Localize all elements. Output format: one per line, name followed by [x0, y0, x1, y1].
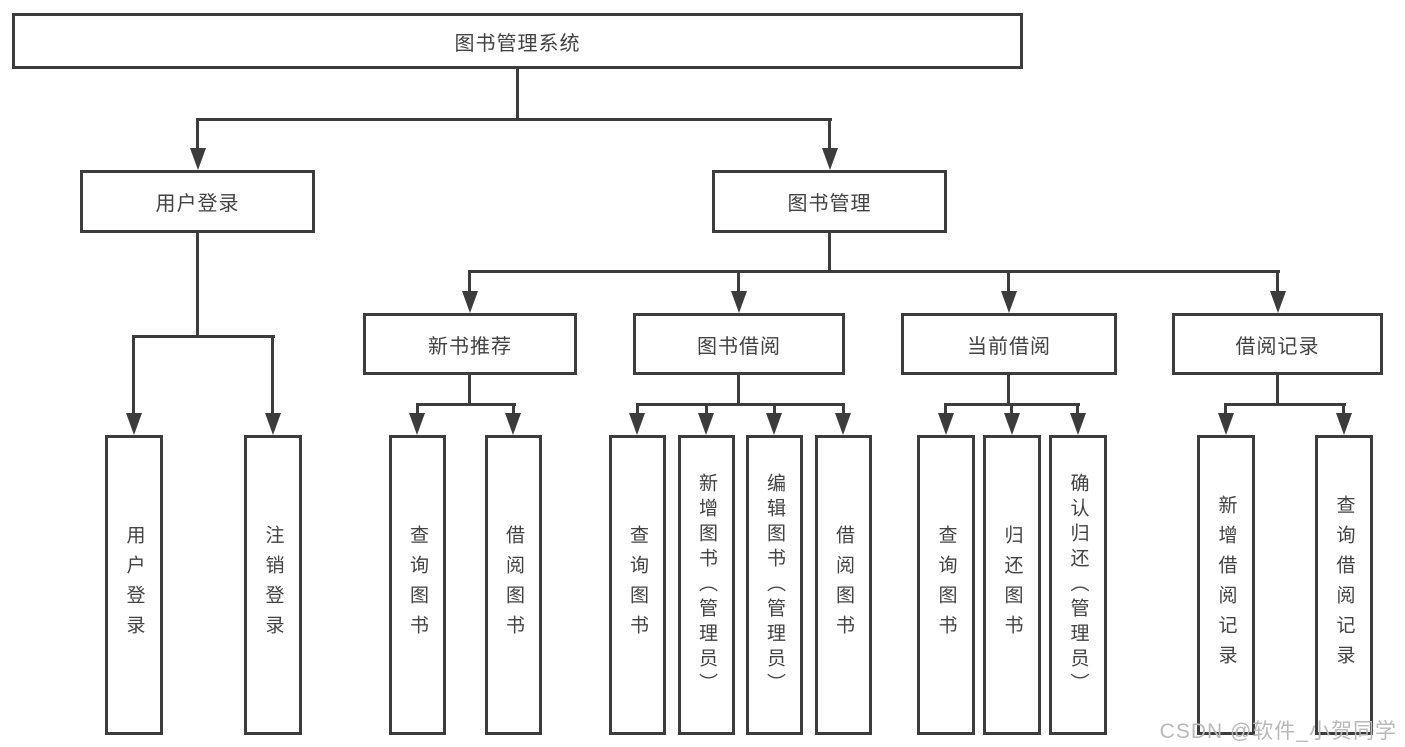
- node-leaf-edit-books: 编辑图书（管理员）: [746, 435, 803, 735]
- arrowhead-down-icon: [938, 413, 954, 435]
- arrowhead-down-icon: [835, 413, 851, 435]
- connector-stem-line: [1276, 375, 1279, 406]
- connector-bus-line: [1224, 403, 1346, 406]
- node-leaf-add-books: 新增图书（管理员）: [678, 435, 735, 735]
- node-leaf-query-borrow-record-label: 查询借阅记录: [1333, 495, 1355, 675]
- arrowhead-down-icon: [1001, 291, 1017, 313]
- connector-drop-line: [468, 270, 471, 293]
- node-user-login: 用户登录: [80, 170, 315, 233]
- connector-drop-line: [1224, 403, 1227, 415]
- arrowhead-down-icon: [126, 413, 142, 435]
- node-leaf-borrow-books-2-label: 借阅图书: [833, 525, 854, 645]
- node-new-book-recommend-label: 新书推荐: [428, 335, 512, 358]
- node-leaf-add-borrow-record: 新增借阅记录: [1197, 435, 1255, 735]
- connector-user-login-bus-line: [132, 335, 275, 338]
- connector-level3-bus-line: [468, 270, 1280, 273]
- arrowhead-down-icon: [1004, 413, 1020, 435]
- connector-drop-line: [1007, 270, 1010, 293]
- connector-drop-line: [1276, 270, 1279, 293]
- connector-drop-line: [1010, 403, 1013, 415]
- arrowhead-down-icon: [1070, 413, 1086, 435]
- connector-drop-line: [636, 403, 639, 415]
- connector-stem-line: [468, 375, 471, 406]
- node-root: 图书管理系统: [12, 13, 1023, 69]
- node-leaf-query-books-3: 查询图书: [917, 435, 975, 735]
- arrowhead-down-icon: [190, 148, 206, 170]
- arrowhead-down-icon: [265, 413, 281, 435]
- watermark-text: CSDN @软件_小贺同学: [1159, 720, 1397, 743]
- node-leaf-borrow-books-1-label: 借阅图书: [503, 525, 524, 645]
- node-leaf-confirm-return: 确认归还（管理员）: [1049, 435, 1107, 735]
- node-leaf-edit-books-label: 编辑图书（管理员）: [764, 472, 785, 698]
- connector-bus-line: [416, 403, 516, 406]
- node-leaf-user-login-label: 用户登录: [123, 525, 145, 645]
- node-root-label: 图书管理系统: [454, 32, 581, 55]
- connector-stem-line: [737, 375, 740, 406]
- node-book-management-label: 图书管理: [787, 193, 872, 215]
- connector-root-stem-line: [516, 66, 519, 120]
- connector-drop-line: [737, 270, 740, 293]
- node-leaf-borrow-books-2: 借阅图书: [815, 435, 872, 735]
- connector-bus-line: [636, 403, 845, 406]
- node-current-borrowing: 当前借阅: [901, 313, 1117, 375]
- connector-drop-line: [416, 403, 419, 415]
- connector-drop-line: [773, 403, 776, 415]
- connector-level2-bus-line: [196, 118, 832, 121]
- node-book-borrowing-label: 图书借阅: [697, 335, 781, 358]
- connector-drop-line: [828, 118, 831, 152]
- node-leaf-borrow-books-1: 借阅图书: [485, 435, 542, 735]
- arrowhead-down-icon: [822, 148, 838, 170]
- connector-stem-line: [1007, 375, 1010, 406]
- node-leaf-query-books-1: 查询图书: [389, 435, 446, 735]
- connector-drop-line: [196, 118, 199, 152]
- arrowhead-down-icon: [766, 413, 782, 435]
- node-book-management: 图书管理: [712, 170, 947, 233]
- node-leaf-logout: 注销登录: [244, 435, 302, 735]
- node-leaf-user-login: 用户登录: [105, 435, 163, 735]
- node-leaf-confirm-return-label: 确认归还（管理员）: [1067, 472, 1089, 698]
- connector-drop-line: [944, 403, 947, 415]
- connector-drop-line: [1076, 403, 1079, 415]
- node-borrowing-records-label: 借阅记录: [1235, 335, 1320, 358]
- connector-user-login-stem-line: [196, 233, 199, 337]
- connector-book-mgmt-stem-line: [828, 233, 831, 273]
- node-book-borrowing: 图书借阅: [633, 313, 845, 375]
- node-leaf-query-books-1-label: 查询图书: [407, 525, 428, 645]
- node-leaf-logout-label: 注销登录: [262, 525, 284, 645]
- connector-drop-line: [132, 335, 135, 415]
- node-leaf-add-books-label: 新增图书（管理员）: [696, 472, 717, 698]
- node-borrowing-records: 借阅记录: [1172, 313, 1383, 375]
- node-leaf-query-borrow-record: 查询借阅记录: [1315, 435, 1373, 735]
- node-leaf-return-books: 归还图书: [983, 435, 1041, 735]
- node-leaf-query-books-2: 查询图书: [609, 435, 666, 735]
- arrowhead-down-icon: [1336, 413, 1352, 435]
- arrowhead-down-icon: [462, 291, 478, 313]
- connector-drop-line: [1342, 403, 1345, 415]
- arrowhead-down-icon: [629, 413, 645, 435]
- connector-drop-line: [271, 335, 274, 415]
- arrowhead-down-icon: [731, 291, 747, 313]
- arrowhead-down-icon: [409, 413, 425, 435]
- node-new-book-recommend: 新书推荐: [363, 313, 577, 375]
- connector-drop-line: [705, 403, 708, 415]
- node-current-borrowing-label: 当前借阅: [967, 335, 1051, 358]
- connector-drop-line: [842, 403, 845, 415]
- node-user-login-label: 用户登录: [155, 193, 240, 215]
- arrowhead-down-icon: [1270, 291, 1286, 313]
- node-leaf-add-borrow-record-label: 新增借阅记录: [1215, 495, 1237, 675]
- arrowhead-down-icon: [505, 413, 521, 435]
- arrowhead-down-icon: [1218, 413, 1234, 435]
- node-leaf-query-books-3-label: 查询图书: [935, 525, 957, 645]
- node-leaf-query-books-2-label: 查询图书: [627, 525, 648, 645]
- connector-drop-line: [512, 403, 515, 415]
- node-leaf-return-books-label: 归还图书: [1001, 525, 1023, 645]
- arrowhead-down-icon: [698, 413, 714, 435]
